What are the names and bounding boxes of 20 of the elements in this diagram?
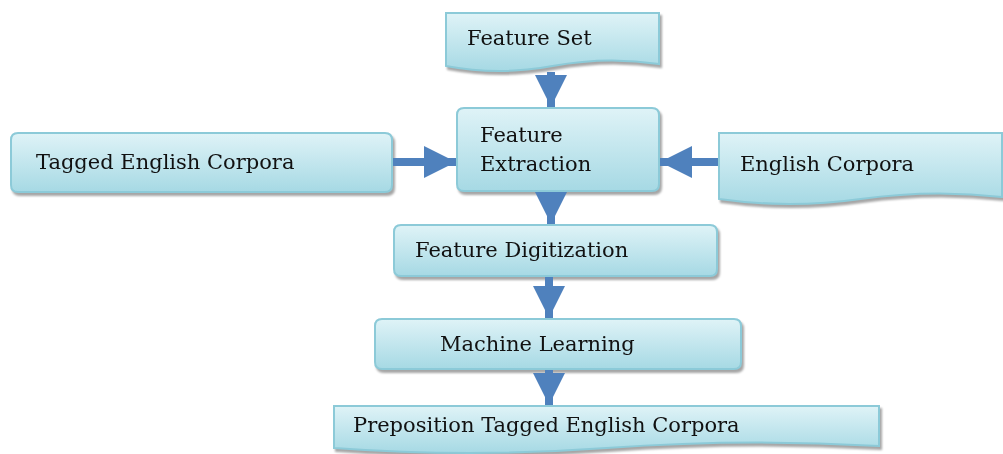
- document-box: [333, 405, 880, 454]
- document-box: [718, 132, 1003, 205]
- node-label: Feature Set: [467, 24, 592, 52]
- arrow: [535, 72, 567, 107]
- node-label: English Corpora: [740, 151, 915, 178]
- arrow: [535, 192, 567, 224]
- arrow: [660, 146, 718, 178]
- process-box: [393, 224, 718, 277]
- node-label: Tagged English Corpora: [36, 149, 295, 176]
- process-box: [456, 107, 660, 192]
- process-box: [374, 318, 742, 370]
- process-box: [10, 132, 393, 193]
- document-box: [445, 12, 660, 72]
- arrow: [533, 277, 565, 318]
- arrow: [393, 146, 456, 178]
- node-label: Machine Learning: [440, 330, 635, 358]
- node-label: Feature Digitization: [415, 237, 629, 264]
- node-label: Preposition Tagged English Corpora: [353, 412, 740, 439]
- arrow: [533, 370, 565, 405]
- node-label: Feature Extraction: [480, 121, 593, 178]
